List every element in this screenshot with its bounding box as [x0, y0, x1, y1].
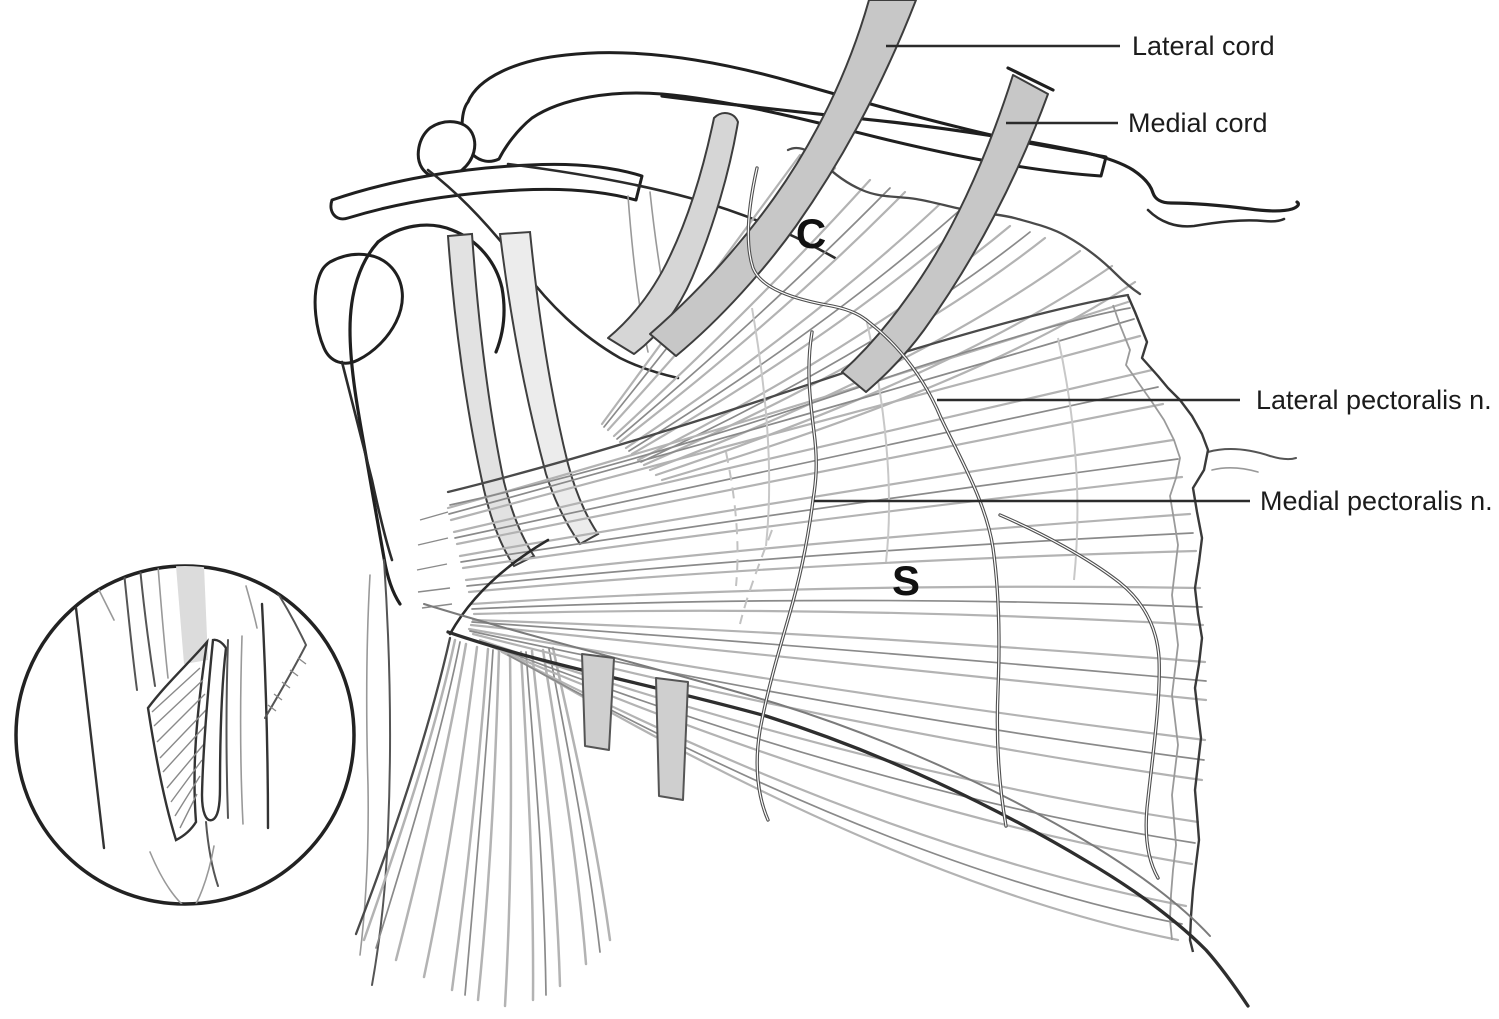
medial-cord-band: [841, 74, 1049, 393]
letter-c-marker: C: [796, 210, 826, 257]
inset-nerve-loop: [200, 638, 228, 822]
skeleton-outlines: [313, 51, 1300, 986]
tendon-band-b: [498, 230, 600, 546]
lateral-pectoral-nerve-branch: [998, 513, 1161, 880]
lateral-cord-label: Lateral cord: [1132, 31, 1275, 61]
rib-tab-1: [581, 653, 615, 751]
cut-rib-tabs: [581, 653, 689, 801]
inset-left-muscle-edge: [74, 606, 106, 850]
medial-pectoralis-label: Medial pectoralis n.: [1260, 486, 1493, 516]
skin-crease-2: [1211, 467, 1259, 473]
lower-vertical-fibers: [354, 636, 612, 1008]
pectoral-nerves: [746, 166, 1161, 880]
tendon-fold-edge: [448, 538, 550, 636]
medial-cord-label: Medial cord: [1128, 108, 1268, 138]
inset-muscle-flap: [146, 638, 209, 842]
tendon-band-a: [446, 232, 536, 568]
deltoid-contour: [426, 168, 680, 380]
humeral-head: [376, 223, 506, 354]
letter-s-marker: S: [892, 557, 920, 604]
costal-edge-inner: [1112, 304, 1181, 941]
lower-fan-left-edge: [354, 636, 452, 936]
lateral-pectoralis-label: Lateral pectoralis n.: [1256, 385, 1492, 415]
arm-line-1: [371, 559, 392, 986]
skin-crease-1: [1207, 448, 1297, 461]
medial-cord-cut-cap: [1006, 66, 1055, 92]
inset-arm-edge: [260, 602, 270, 830]
axilla-fold-line: [1146, 208, 1286, 228]
inset-rolled-edge: [264, 583, 308, 719]
lateral-cord-band: [649, 0, 917, 357]
brachial-plexus-cords: [607, 0, 1055, 393]
inset-gray-band: [176, 566, 208, 664]
arm-line-2: [359, 574, 371, 956]
lateral-pectoral-nerve: [746, 166, 1008, 828]
costal-edge-jagged: [1126, 295, 1210, 953]
inset-detail-circle: [14, 564, 356, 906]
coracoid-process: [313, 252, 404, 365]
inset-circle-content: [74, 566, 308, 904]
tendon-convergence-hatch: [416, 511, 453, 609]
inferior-border-light: [423, 603, 1211, 937]
scapular-spine-bar: [329, 162, 644, 221]
scapula-lateral-border: [340, 360, 394, 562]
rib-tab-2: [655, 677, 689, 801]
chest-contour: [660, 94, 1300, 213]
annotations: Lateral cord Medial cord Lateral pectora…: [796, 31, 1493, 604]
